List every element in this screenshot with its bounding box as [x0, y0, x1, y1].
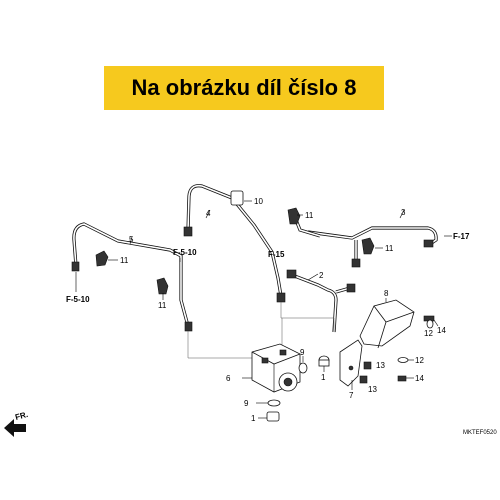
part-number-banner: Na obrázku díl číslo 8 — [104, 66, 384, 110]
brake-pipe-5 — [71, 222, 193, 332]
washer-9-lower — [256, 399, 281, 407]
callout-3: 3 — [401, 208, 406, 217]
callout-11-top: 11 — [305, 211, 314, 220]
callout-1-lower: 1 — [251, 414, 256, 423]
callout-4: 4 — [206, 209, 211, 218]
callout-14-lower: 14 — [415, 374, 424, 383]
callout-14-upper: 14 — [437, 326, 446, 335]
callout-7: 7 — [349, 391, 354, 400]
callout-5: 5 — [129, 235, 134, 244]
callout-6: 6 — [226, 374, 231, 383]
callout-8: 8 — [384, 289, 389, 298]
grommet-13a — [363, 361, 372, 370]
callout-13-upper: 13 — [376, 361, 385, 370]
drawing-code: MKTEF0520 — [463, 430, 497, 436]
callout-11-right: 11 — [385, 244, 394, 253]
callout-11-left: 11 — [120, 256, 129, 265]
stay-7 — [339, 339, 363, 390]
callout-12-lower: 12 — [415, 356, 424, 365]
ref-f-15: F-15 — [268, 250, 285, 259]
ref-f-5-10-lower: F-5-10 — [66, 295, 90, 304]
ref-f-5-10-upper: F-5-10 — [173, 248, 197, 257]
clamp-11-top — [287, 207, 303, 225]
banner-text: Na obrázku díl číslo 8 — [131, 75, 357, 100]
grommet-13b — [359, 375, 368, 384]
brake-pipe-4 — [183, 184, 286, 303]
clamp-11-lower — [156, 277, 169, 300]
brake-pipe-2 — [286, 269, 356, 333]
callout-13-lower: 13 — [368, 385, 377, 394]
abs-modulator-6 — [242, 343, 301, 393]
bushing-1 — [258, 411, 280, 422]
washer-9-upper — [298, 356, 308, 374]
callout-9-upper: 9 — [300, 348, 305, 357]
clamp-11-left — [95, 250, 118, 267]
callout-9-lower: 9 — [244, 399, 249, 408]
clamp-11-right — [361, 237, 383, 255]
cover-8 — [359, 298, 415, 349]
front-label: FR. — [14, 410, 29, 422]
callout-11-lower: 11 — [158, 301, 167, 310]
bushing-1-upper — [318, 355, 330, 372]
callout-12-upper: 12 — [424, 329, 433, 338]
front-arrow-icon: FR. — [4, 410, 29, 437]
bolt-14b — [397, 375, 414, 382]
callout-1-upper: 1 — [321, 373, 326, 382]
washer-12b — [397, 357, 414, 363]
nut-12a — [426, 319, 434, 329]
ref-f-17: F-17 — [453, 232, 470, 241]
grommet-10 — [230, 190, 252, 206]
callout-10: 10 — [254, 197, 263, 206]
callout-2: 2 — [319, 271, 324, 280]
